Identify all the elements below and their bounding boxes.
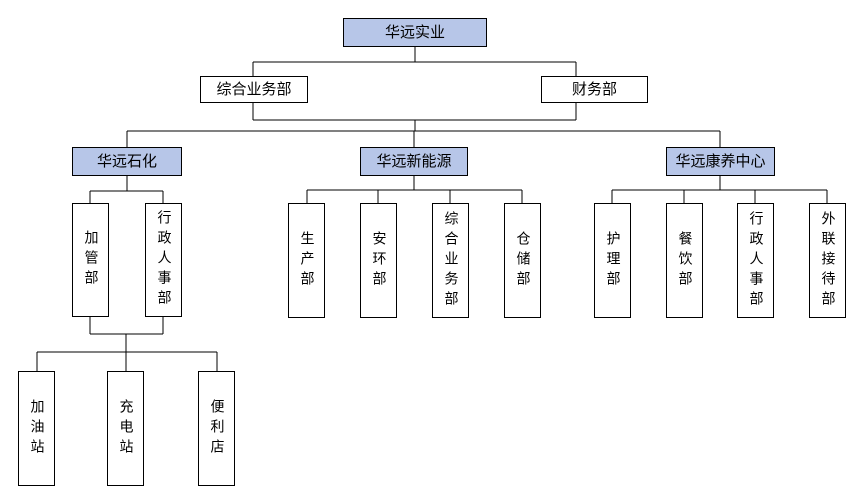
node-dept-warehousing: 仓储部 <box>504 203 541 318</box>
node-dept-catering: 餐饮部 <box>666 203 703 318</box>
node-dept-general-business-new-energy: 综合业务部 <box>432 203 469 318</box>
node-dept-station-management: 加管部 <box>72 203 109 317</box>
node-label: 综合业务部 <box>442 210 459 311</box>
node-branch-wellness-center: 华远康养中心 <box>666 147 775 176</box>
node-unit-charging-station: 充电站 <box>107 371 144 486</box>
node-unit-gas-station: 加油站 <box>18 371 55 486</box>
node-label: 安环部 <box>370 230 387 291</box>
node-label: 便利店 <box>208 398 225 459</box>
node-company-root: 华远实业 <box>343 18 487 47</box>
node-dept-admin-hr-petrochemical: 行政人事部 <box>145 203 182 317</box>
node-dept-nursing: 护理部 <box>594 203 631 318</box>
node-dept-general-business: 综合业务部 <box>200 76 308 103</box>
node-label: 仓储部 <box>514 230 531 291</box>
node-label: 充电站 <box>117 398 134 459</box>
node-label: 外联接待部 <box>819 210 836 311</box>
node-label: 护理部 <box>604 230 621 291</box>
node-branch-new-energy: 华远新能源 <box>360 147 468 176</box>
node-dept-admin-hr-wellness: 行政人事部 <box>737 203 774 318</box>
node-label: 加管部 <box>82 230 99 290</box>
node-dept-external-reception: 外联接待部 <box>809 203 846 318</box>
node-dept-finance: 财务部 <box>541 76 648 103</box>
node-unit-convenience-store: 便利店 <box>198 371 235 486</box>
node-dept-safety-environment: 安环部 <box>360 203 397 318</box>
node-label: 生产部 <box>298 230 315 291</box>
node-label: 加油站 <box>28 398 45 459</box>
node-label: 行政人事部 <box>155 210 172 310</box>
node-branch-petrochemical: 华远石化 <box>72 147 182 176</box>
node-dept-production: 生产部 <box>288 203 325 318</box>
node-label: 餐饮部 <box>676 230 693 291</box>
node-label: 行政人事部 <box>747 210 764 311</box>
